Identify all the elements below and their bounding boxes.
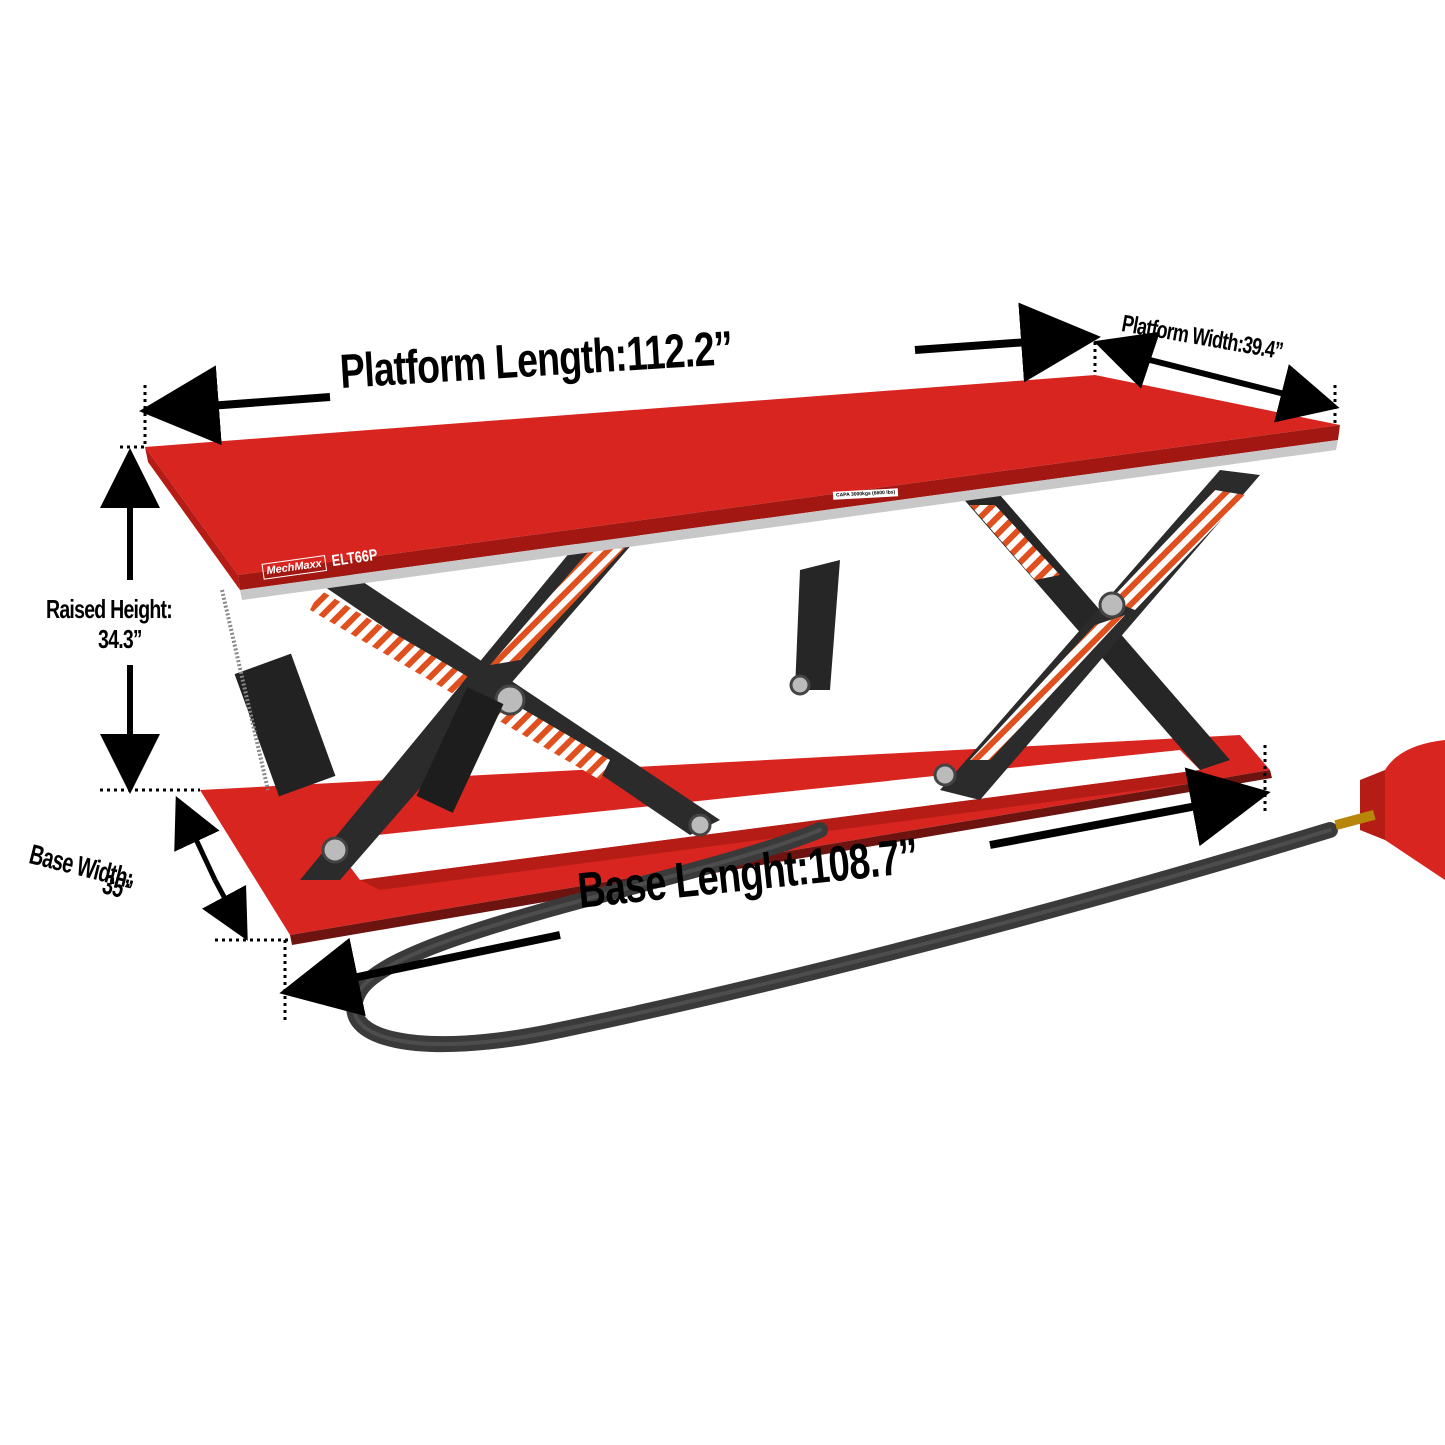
- platform: [145, 375, 1340, 600]
- base-frame: [200, 735, 1272, 945]
- power-unit: [1334, 740, 1445, 880]
- scissor-arms: [234, 470, 1260, 880]
- raised-height-value: 34.3’’: [98, 624, 142, 654]
- hydraulic-hose: [346, 822, 1338, 1053]
- raised-height-title: Raised Height:: [46, 594, 173, 624]
- dimension-lines: [100, 302, 1340, 1020]
